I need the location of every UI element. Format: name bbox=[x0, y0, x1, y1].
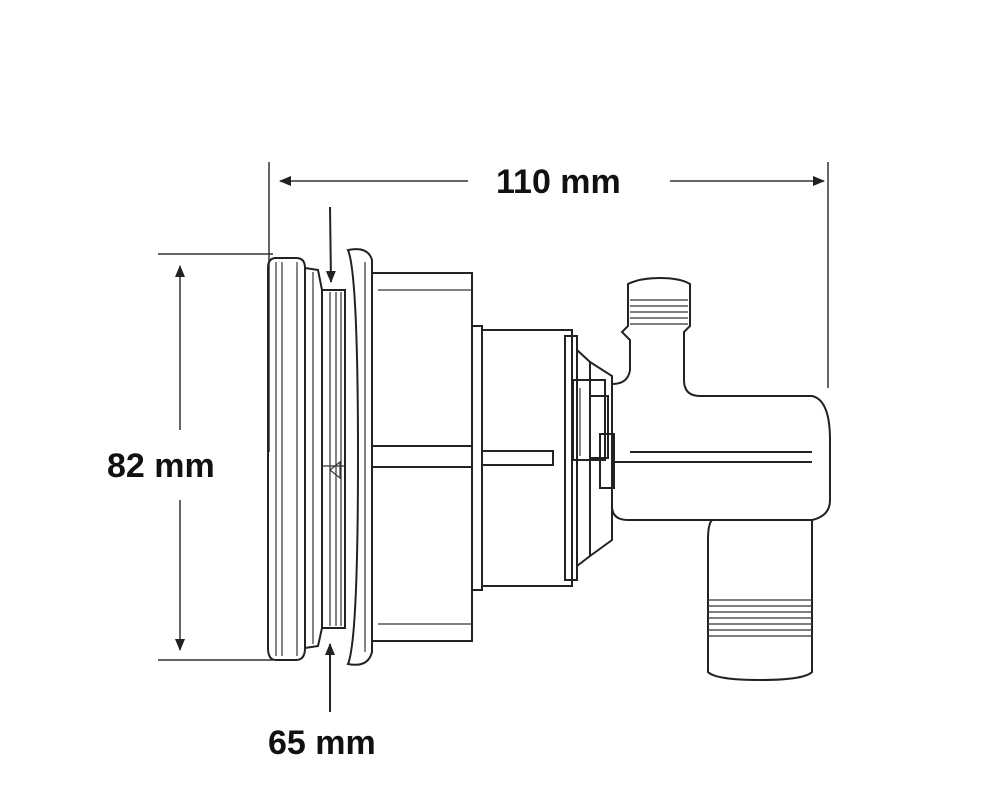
face-flange bbox=[267, 257, 306, 661]
dimension-82-lines bbox=[158, 253, 273, 661]
body-flange bbox=[346, 248, 373, 666]
elbow-outlet bbox=[611, 276, 831, 682]
dimension-outer-diameter-label: 82 mm bbox=[107, 447, 215, 485]
dimension-length-label: 110 mm bbox=[496, 163, 621, 201]
bottom-outlet-ribs bbox=[708, 599, 812, 637]
valve-block bbox=[572, 361, 615, 557]
dimension-body-diameter-label: 65 mm bbox=[268, 724, 376, 762]
top-nozzle-ribs bbox=[630, 299, 688, 325]
main-body bbox=[371, 272, 483, 642]
dimension-110-lines bbox=[268, 162, 829, 452]
gasket-ring bbox=[304, 267, 346, 649]
dimension-65-arrows bbox=[325, 206, 336, 712]
